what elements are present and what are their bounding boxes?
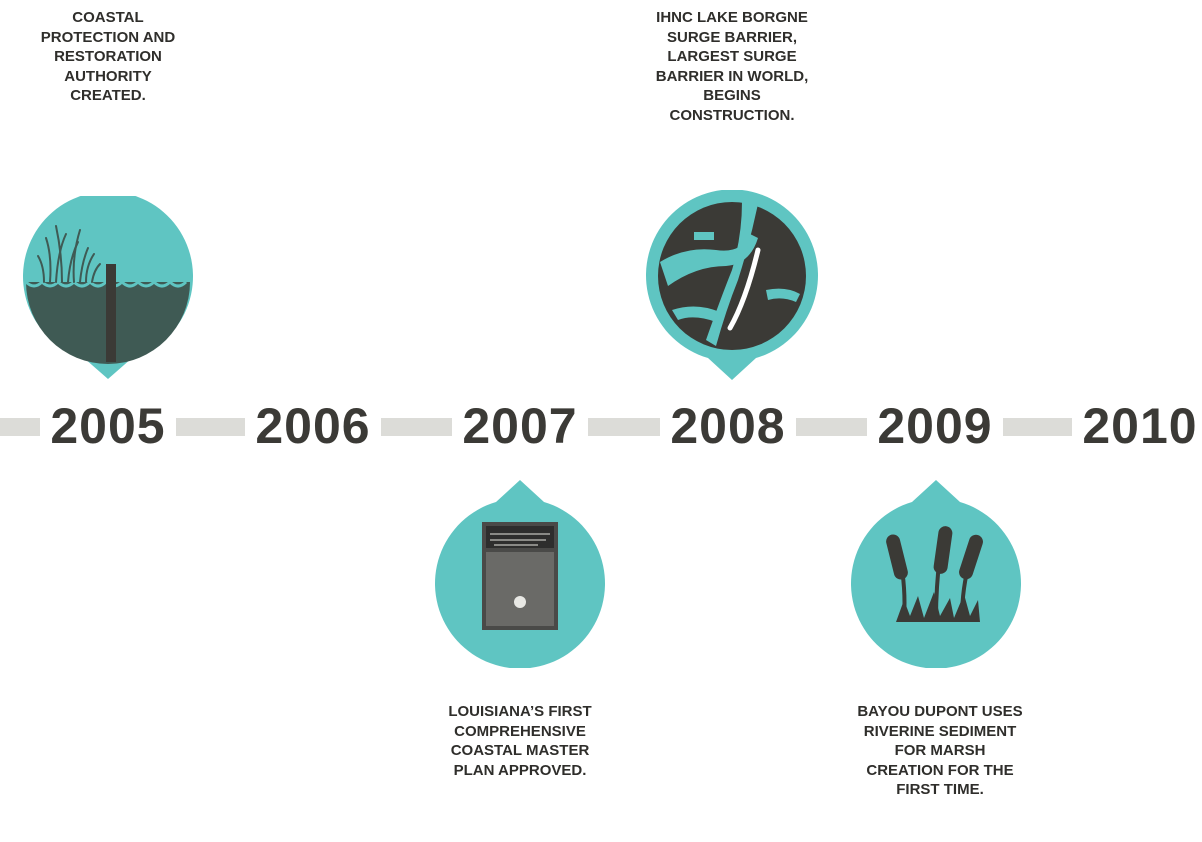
year-2008: 2008: [648, 398, 808, 454]
event-pin-2005: [22, 196, 194, 386]
event-pin-2008: [646, 190, 818, 382]
marsh-levee-icon: [23, 196, 193, 379]
event-caption-2007: LOUISIANA’S FIRST COMPREHENSIVE COASTAL …: [448, 703, 592, 779]
event-pin-2007: [434, 478, 606, 668]
year-2007: 2007: [440, 398, 600, 454]
master-plan-cover-icon: [435, 480, 605, 668]
cattails-icon: [851, 480, 1021, 668]
event-caption-2005: COASTAL PROTECTION AND RESTORATION AUTHO…: [40, 9, 176, 104]
event-caption-2008: IHNC LAKE BORGNE SURGE BARRIER, LARGEST …: [655, 9, 809, 124]
year-2006: 2006: [233, 398, 393, 454]
event-pin-2009: [850, 478, 1022, 668]
year-2005: 2005: [28, 398, 188, 454]
surge-barrier-map-icon: [646, 190, 818, 380]
year-2009: 2009: [855, 398, 1015, 454]
event-caption-2009: BAYOU DUPONT USES RIVERINE SEDIMENT FOR …: [857, 703, 1023, 798]
year-2010: 2010: [1060, 398, 1202, 454]
